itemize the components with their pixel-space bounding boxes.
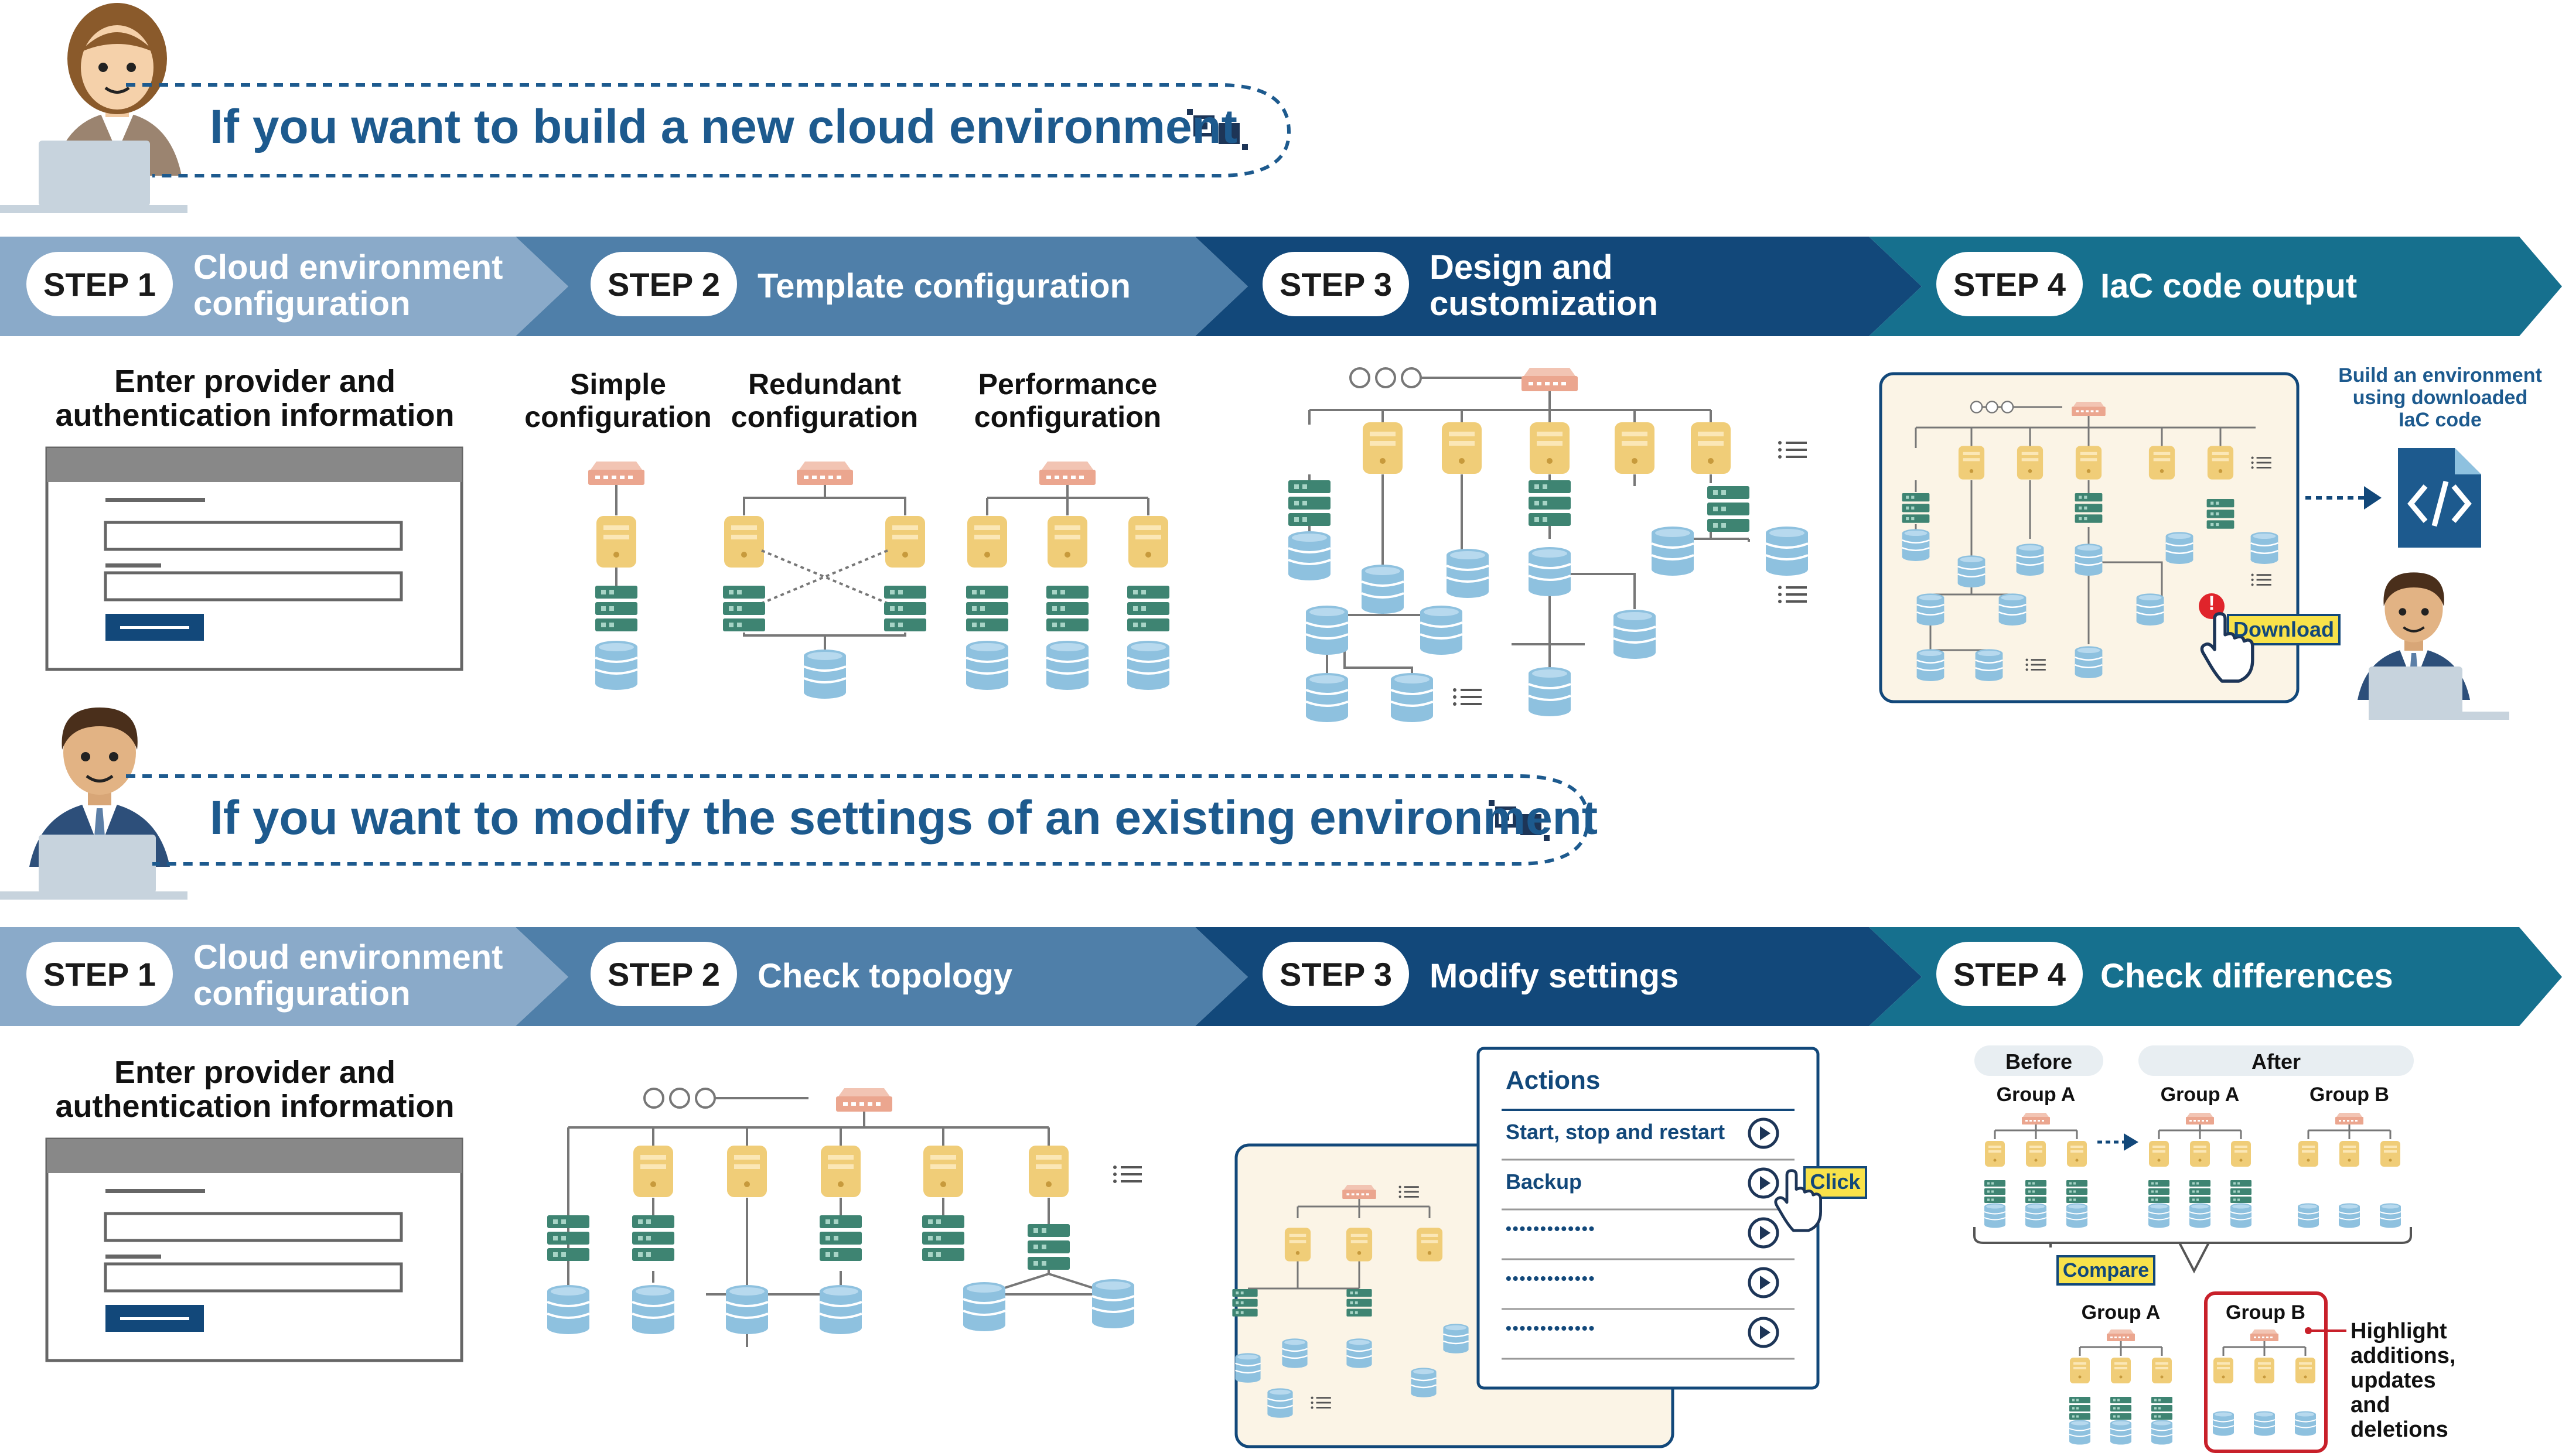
build-step4-label: STEP 4	[1936, 252, 2083, 316]
modify-form-mockup	[45, 1137, 463, 1362]
play-icon	[1749, 1119, 1778, 1147]
after-group-a-label: Group A	[2160, 1084, 2240, 1106]
code-file-icon	[2398, 448, 2481, 548]
modify-step1-caption: Enter provider and authentication inform…	[55, 1055, 455, 1124]
template-performance-label: Performance configuration	[974, 368, 1162, 433]
alert-mark: !	[2208, 592, 2215, 614]
play-icon	[1749, 1219, 1778, 1247]
action-backup[interactable]: Backup	[1506, 1170, 1582, 1194]
design-topology-icons	[1287, 367, 1809, 723]
build-form-mockup	[45, 446, 463, 671]
modify-step3-label: STEP 3	[1263, 942, 1409, 1006]
play-icon	[1749, 1318, 1778, 1346]
template-redundant-label: Redundant configuration	[731, 368, 919, 433]
modify-step3-name: Modify settings	[1430, 957, 1679, 995]
result-group-b-label: Group B	[2226, 1301, 2305, 1324]
modify-banner	[0, 708, 1590, 900]
actions-menu-title: Actions	[1506, 1066, 1601, 1095]
laptop-icon	[2369, 667, 2462, 719]
build-step2-name: Template configuration	[758, 267, 1131, 305]
build-banner	[0, 3, 1291, 213]
build-step1-label: STEP 1	[26, 252, 173, 316]
before-label: Before	[2005, 1050, 2073, 1074]
modify-step1-name: Cloud environment configuration	[193, 938, 503, 1013]
after-label: After	[2251, 1050, 2301, 1074]
result-group-a-label: Group A	[2081, 1301, 2161, 1324]
modify-step1-label: STEP 1	[26, 942, 173, 1006]
compare-label: Compare	[2062, 1259, 2150, 1281]
action-placeholder-2[interactable]: •••••••••••••	[1506, 1269, 1596, 1287]
action-start-stop-restart[interactable]: Start, stop and restart	[1506, 1120, 1725, 1144]
modify-step2-name: Check topology	[758, 957, 1013, 995]
play-icon	[1749, 1169, 1778, 1197]
click-badge	[1803, 1166, 1867, 1199]
build-step1-name: Cloud environment configuration	[193, 248, 503, 323]
iac-panel	[1879, 372, 2300, 703]
click-label: Click	[1810, 1170, 1861, 1194]
before-group-a-label: Group A	[1996, 1084, 2076, 1106]
download-button-label[interactable]: Download	[2233, 617, 2334, 641]
build-section-title: If you want to build a new cloud environ…	[210, 100, 1237, 153]
play-icon	[1749, 1269, 1778, 1297]
modify-step4-label: STEP 4	[1936, 942, 2083, 1006]
modify-section-title: If you want to modify the settings of an…	[210, 791, 1598, 845]
build-step4-name: IaC code output	[2100, 267, 2358, 305]
build-step3-name: Design and customization	[1430, 248, 1658, 323]
template-simple-label: Simple configuration	[524, 368, 712, 433]
build-step2-label: STEP 2	[591, 252, 737, 316]
modify-step2-label: STEP 2	[591, 942, 737, 1006]
action-placeholder-3[interactable]: •••••••••••••	[1506, 1319, 1596, 1337]
modify-step4-name: Check differences	[2100, 957, 2393, 995]
action-placeholder-1[interactable]: •••••••••••••	[1506, 1219, 1596, 1238]
after-group-b-label: Group B	[2309, 1084, 2389, 1106]
check-topology	[546, 1088, 1142, 1347]
build-step3-label: STEP 3	[1263, 252, 1409, 316]
template-diagrams	[588, 462, 1171, 700]
build-step1-caption: Enter provider and authentication inform…	[55, 364, 455, 433]
differences-diagram	[1973, 1045, 2414, 1453]
iac-build-note: Build an environment using downloaded Ia…	[2338, 364, 2542, 431]
highlight-note: Highlight additions, updates and deletio…	[2351, 1319, 2456, 1442]
arrow-head-icon	[2364, 486, 2382, 510]
